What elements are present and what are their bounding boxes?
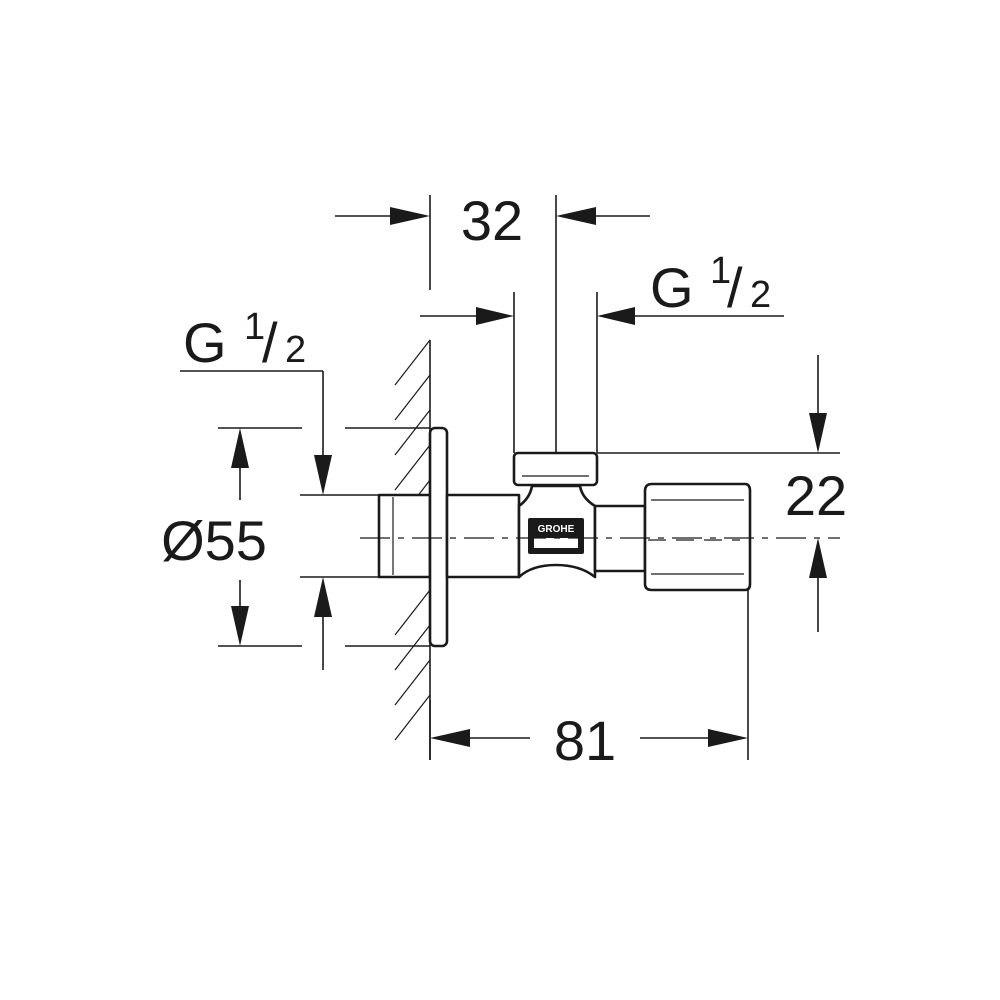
logo-badge-inset xyxy=(534,538,578,548)
valve-neck xyxy=(445,493,521,579)
arrow-up xyxy=(809,538,827,578)
thread-label-left: G 1 / 2 xyxy=(183,306,306,374)
wall-hatching xyxy=(394,339,431,741)
arrow-left xyxy=(597,307,635,325)
dimension-length: 81 xyxy=(429,590,749,772)
arrow-down xyxy=(809,413,827,453)
dimension-left-thread: G 1 / 2 xyxy=(180,306,379,670)
thread-letter: G xyxy=(183,311,227,374)
thread-label-right: G 1 / 2 xyxy=(650,250,771,319)
dimension-top-thread: G 1 / 2 xyxy=(420,250,784,453)
dimension-top-width: 32 xyxy=(335,189,650,453)
logo-text: GROHE xyxy=(538,524,575,535)
dimension-81-label: 81 xyxy=(554,709,616,772)
logo-badge: GROHE xyxy=(528,518,584,554)
arrow-down xyxy=(314,455,332,495)
thread-numerator: 1 xyxy=(244,306,265,348)
arrow-left xyxy=(556,207,596,225)
valve-handle[interactable] xyxy=(643,482,752,592)
dimension-32-label: 32 xyxy=(461,189,523,252)
arrow-right xyxy=(708,729,748,747)
thread-numerator: 1 xyxy=(710,250,731,292)
arrow-up xyxy=(231,428,249,468)
arrow-right xyxy=(476,307,514,325)
thread-slash: / xyxy=(727,256,743,319)
arrow-left xyxy=(430,729,470,747)
dimension-diameter: Ø55 xyxy=(161,427,430,647)
arrow-right xyxy=(390,207,430,225)
dimension-55-label: Ø55 xyxy=(161,509,267,572)
arrow-down xyxy=(231,606,249,646)
valve: GROHE xyxy=(377,426,752,648)
dimension-22-label: 22 xyxy=(785,464,847,527)
arrow-up xyxy=(314,577,332,617)
dimension-height: 22 xyxy=(597,355,847,632)
wall-thread-stub xyxy=(377,493,432,579)
top-outlet-nut xyxy=(512,451,599,487)
thread-denominator: 2 xyxy=(750,274,771,316)
rosette xyxy=(428,426,449,648)
thread-letter: G xyxy=(650,256,694,319)
thread-slash: / xyxy=(262,311,278,374)
thread-denominator: 2 xyxy=(285,329,306,371)
